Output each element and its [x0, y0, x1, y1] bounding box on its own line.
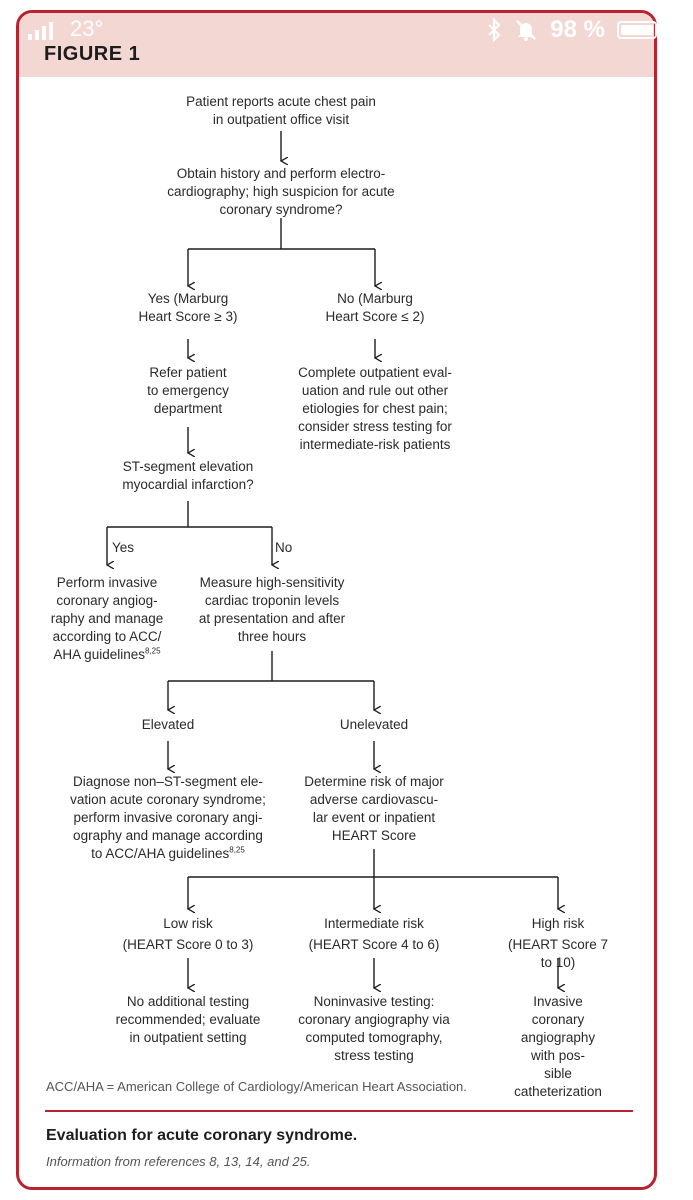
figure-header	[19, 13, 654, 77]
node-determine-risk: Determine risk of major adverse cardiova…	[304, 774, 444, 843]
connector-risk-split	[188, 849, 558, 878]
node-intermediate-score: (HEART Score 4 to 6)	[308, 937, 440, 952]
node-outpatient-eval: Complete outpatient eval- uation and rul…	[298, 365, 452, 452]
caption-divider	[45, 1110, 633, 1112]
node-elevated: Elevated	[141, 717, 195, 732]
node-nstemi-refs: 8,25	[229, 845, 245, 855]
flowchart-connectors	[19, 131, 657, 1190]
node-high-score: (HEART Score 7 to 10)	[507, 937, 609, 970]
connector-stemi-split	[107, 501, 272, 528]
figure-card: FIGURE 1	[16, 10, 657, 1190]
node-intermediate-action: Noninvasive testing: coronary angiograph…	[298, 994, 450, 1063]
caption-source: Information from references 8, 13, 14, a…	[46, 1154, 311, 1169]
label-no: No	[275, 540, 293, 555]
node-unelevated: Unelevated	[339, 717, 409, 732]
node-high-action: Invasive coronary angiography with pos- …	[514, 994, 602, 1099]
node-yes-marburg: Yes (Marburg Heart Score ≥ 3)	[138, 291, 238, 324]
abbreviation-note: ACC/AHA = American College of Cardiology…	[46, 1079, 467, 1094]
node-low-risk: Low risk	[163, 916, 213, 931]
node-invasive: Perform invasive coronary angiog- raphy …	[51, 574, 164, 664]
node-low-action: No additional testing recommended; evalu…	[115, 994, 261, 1045]
node-high-risk: High risk	[531, 916, 585, 931]
node-troponin: Measure high-sensitivity cardiac troponi…	[198, 575, 346, 644]
node-stemi: ST-segment elevation myocardial infarcti…	[122, 459, 254, 492]
connector-history-split	[188, 218, 375, 250]
figure-label: FIGURE 1	[44, 43, 141, 65]
flowchart: Patient reports acute chest pain in outp…	[19, 13, 657, 1190]
node-invasive-text: Perform invasive coronary angiog- raphy …	[50, 575, 164, 662]
node-refer: Refer patient to emergency department	[147, 365, 229, 416]
connector-troponin-split	[168, 651, 374, 682]
node-nstemi-text: Diagnose non–ST-segment ele- vation acut…	[70, 774, 266, 861]
label-yes: Yes	[112, 540, 135, 555]
node-low-score: (HEART Score 0 to 3)	[122, 937, 254, 952]
node-nstemi: Diagnose non–ST-segment ele- vation acut…	[70, 773, 266, 863]
node-intermediate-risk: Intermediate risk	[324, 916, 424, 931]
node-history: Obtain history and perform electro- card…	[167, 166, 395, 217]
node-no-marburg: No (Marburg Heart Score ≤ 2)	[325, 291, 425, 324]
caption-title: Evaluation for acute coronary syndrome.	[46, 1127, 358, 1144]
node-invasive-refs: 8,25	[144, 646, 161, 656]
node-start: Patient reports acute chest pain in outp…	[186, 94, 376, 127]
